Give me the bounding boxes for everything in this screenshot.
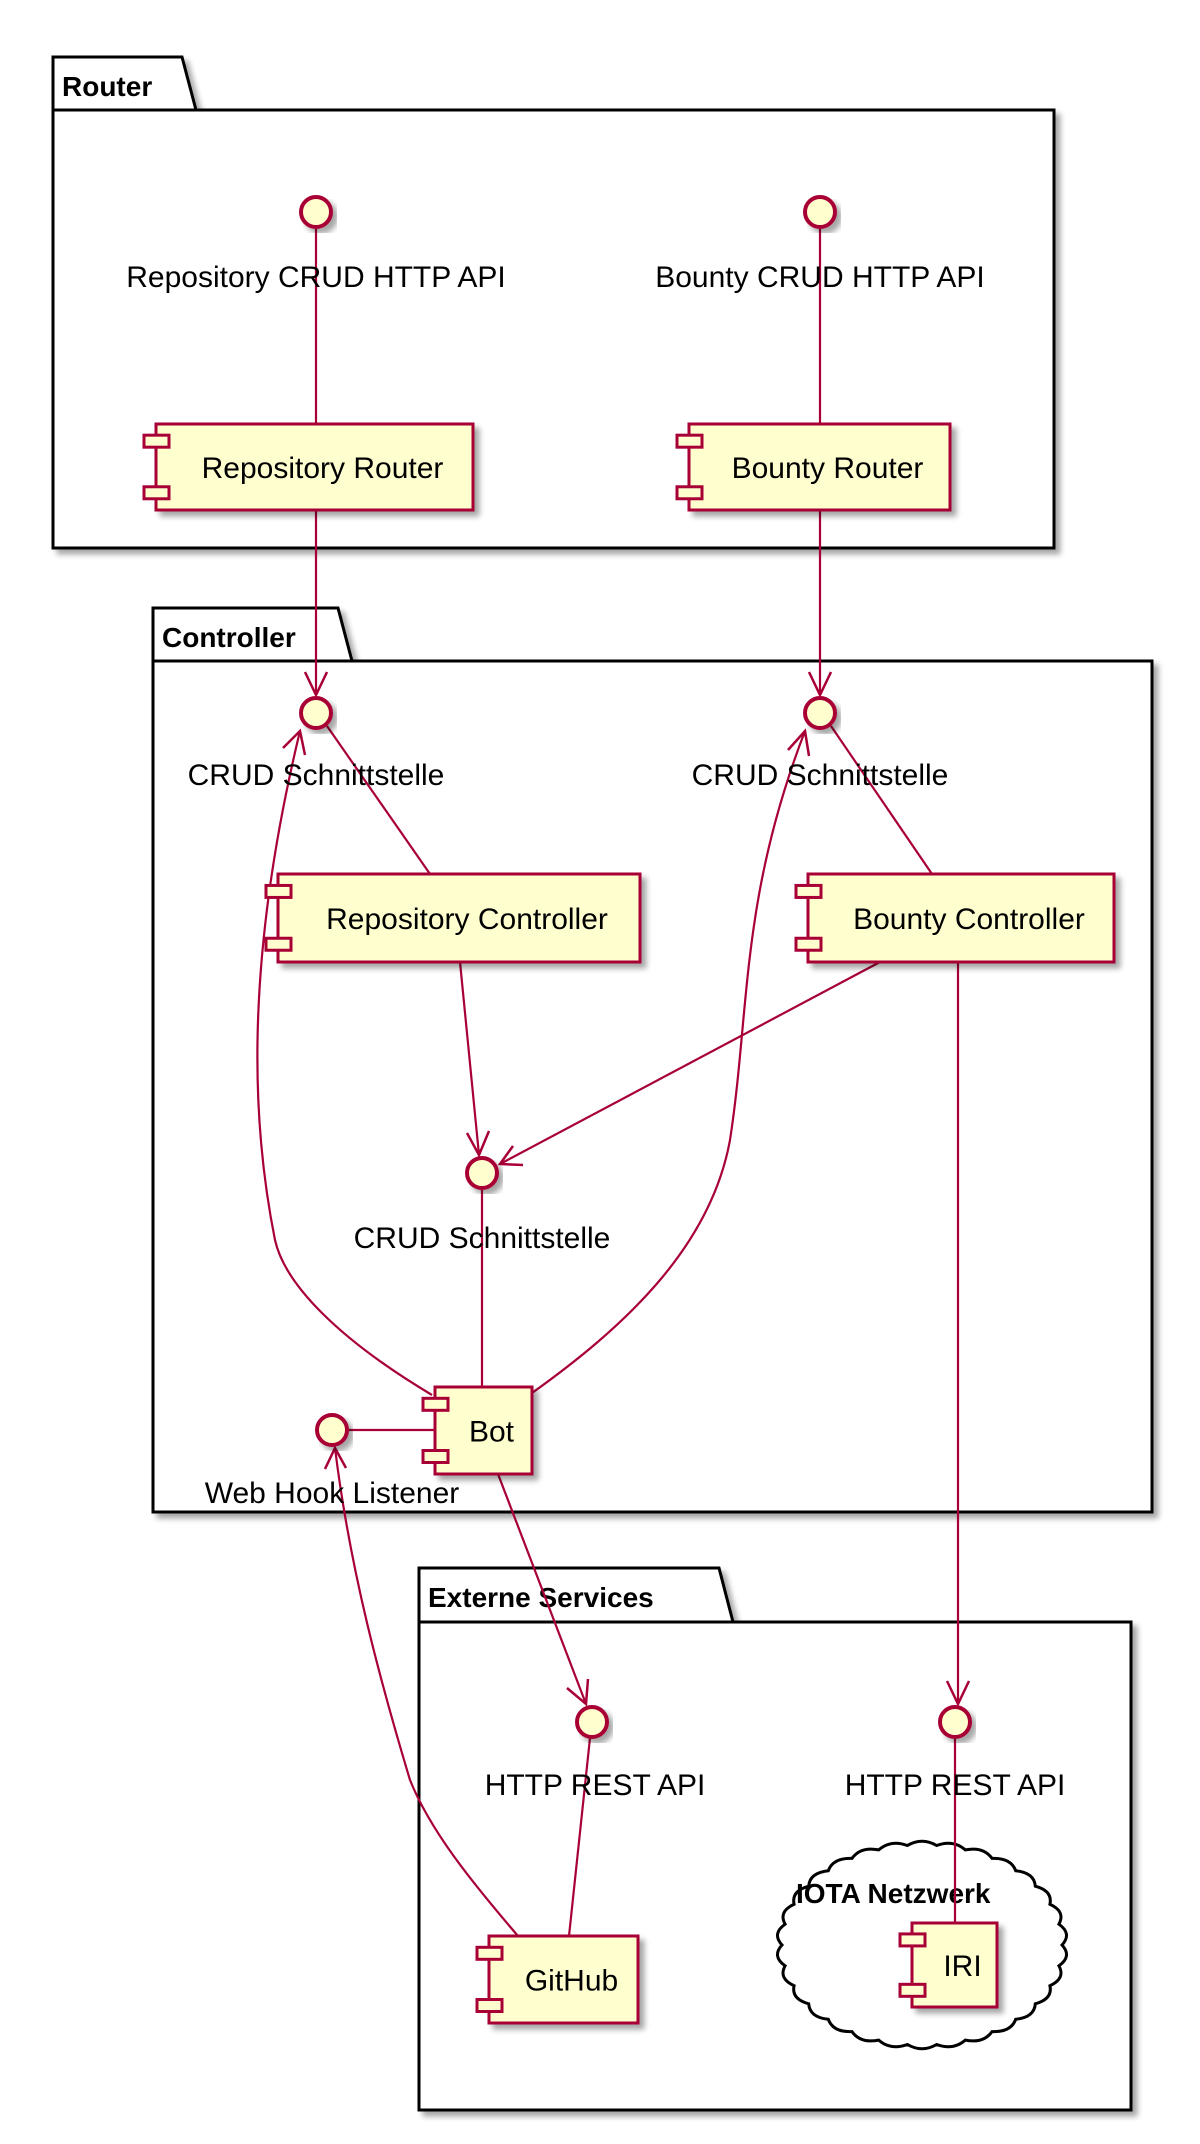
interface-crud-mid-label: CRUD Schnittstelle [354, 1222, 611, 1255]
component-port-icon [794, 936, 823, 952]
link-bot-crud-right [531, 730, 807, 1394]
component-port-icon [264, 883, 293, 899]
arrowhead-bot-crud-left [282, 728, 307, 756]
link-crud-left-repo-controller [326, 725, 431, 875]
interface-iota-api-label: HTTP REST API [845, 1769, 1066, 1802]
interface-webhook-circle[interactable] [315, 1413, 349, 1447]
component-port-icon [421, 1396, 450, 1412]
interface-github-api-circle[interactable] [575, 1705, 609, 1739]
arrowhead-github-webhook [323, 1445, 348, 1470]
component-port-icon [675, 485, 704, 501]
link-github-api-github [567, 1737, 592, 1937]
component-bounty-controller[interactable]: Bounty Controller [794, 872, 1116, 964]
component-port-icon [794, 883, 823, 899]
component-box[interactable] [433, 1385, 534, 1476]
cloud-iota-title: IOTA Netzwerk [796, 1878, 991, 1909]
package-controller [151, 606, 1154, 1514]
component-box[interactable] [806, 872, 1116, 964]
component-port-icon [142, 485, 171, 501]
component-label: Bounty Controller [853, 903, 1085, 936]
interface-iota-api-circle[interactable] [938, 1705, 972, 1739]
link-github-webhook [333, 1447, 519, 1937]
component-label: GitHub [525, 1965, 618, 1998]
link-crud-right-bounty-controller [830, 725, 933, 875]
component-github[interactable]: GitHub [475, 1934, 640, 2025]
interface-crud-left-circle[interactable] [299, 696, 333, 730]
link-bounty-controller-crud-mid [499, 961, 881, 1165]
interface-crud-mid-circle[interactable] [465, 1156, 499, 1190]
component-port-icon [264, 936, 293, 952]
interface-bounty-api-circle[interactable] [803, 195, 837, 229]
package-externe-body [417, 1620, 1133, 2112]
component-port-icon [142, 433, 171, 449]
arrowhead-bounty-controller-iota-api [945, 1680, 971, 1707]
arrowhead-bot-github-api [566, 1678, 590, 1707]
package-router-title: Router [62, 71, 152, 102]
interface-bounty-api-label: Bounty CRUD HTTP API [655, 261, 985, 294]
component-label: IRI [943, 1950, 981, 1983]
interface-repo-api[interactable]: Repository CRUD HTTP API [126, 195, 506, 294]
component-label: Repository Controller [326, 903, 608, 936]
component-port-icon [898, 1932, 927, 1948]
link-bot-github-api [496, 1473, 588, 1705]
interface-crud-right[interactable]: CRUD Schnittstelle [692, 696, 949, 792]
interface-webhook[interactable]: Web Hook Listener [205, 1413, 460, 1510]
component-port-icon [421, 1449, 450, 1465]
arrowhead-repo-controller-crud-mid [465, 1130, 491, 1158]
interface-webhook-label: Web Hook Listener [205, 1477, 460, 1510]
interface-crud-right-circle[interactable] [803, 696, 837, 730]
component-box[interactable] [687, 422, 952, 512]
links: crud left --> crud right --> crud mid --… [256, 228, 971, 1937]
package-controller-body [151, 659, 1154, 1514]
arrowhead-bounty-controller-crud-mid [497, 1145, 524, 1167]
component-label: Bounty Router [732, 452, 924, 485]
interface-github-api-label: HTTP REST API [485, 1769, 706, 1802]
interface-github-api[interactable]: HTTP REST API [485, 1705, 706, 1802]
component-label: Bot [469, 1416, 515, 1449]
interface-crud-left[interactable]: CRUD Schnittstelle [188, 696, 445, 792]
interface-repo-api-circle[interactable] [299, 195, 333, 229]
component-port-icon [898, 1982, 927, 1998]
component-repo-controller[interactable]: Repository Controller [264, 872, 642, 964]
interface-crud-left-label: CRUD Schnittstelle [188, 759, 445, 792]
component-bot[interactable]: Bot [421, 1385, 534, 1476]
interface-crud-right-label: CRUD Schnittstelle [692, 759, 949, 792]
interface-iota-api[interactable]: HTTP REST API [845, 1705, 1066, 1802]
component-label: Repository Router [202, 452, 444, 485]
arrowhead-repo-router-crud [303, 671, 329, 698]
component-repo-router[interactable]: Repository Router [142, 422, 475, 512]
package-controller-title: Controller [162, 622, 296, 653]
component-port-icon [475, 1998, 504, 2014]
interface-bounty-api[interactable]: Bounty CRUD HTTP API [655, 195, 985, 294]
component-iri[interactable]: IRI [898, 1921, 999, 2009]
package-externe-services [417, 1566, 1133, 2112]
arrowhead-bot-crud-right [787, 728, 811, 757]
component-bounty-router[interactable]: Bounty Router [675, 422, 952, 512]
link-bot-crud-left [256, 730, 433, 1396]
arrowhead-bounty-router-crud [807, 671, 833, 698]
component-port-icon [675, 433, 704, 449]
interface-crud-mid[interactable]: CRUD Schnittstelle [354, 1156, 611, 1255]
component-port-icon [475, 1945, 504, 1961]
component-box[interactable] [276, 872, 642, 964]
component-box[interactable] [154, 422, 475, 512]
link-repo-controller-crud-mid [458, 961, 481, 1156]
interface-repo-api-label: Repository CRUD HTTP API [126, 261, 506, 294]
components: Repository Router Bounty RouterRepository… [142, 422, 1116, 2025]
component-box[interactable] [487, 1934, 640, 2025]
